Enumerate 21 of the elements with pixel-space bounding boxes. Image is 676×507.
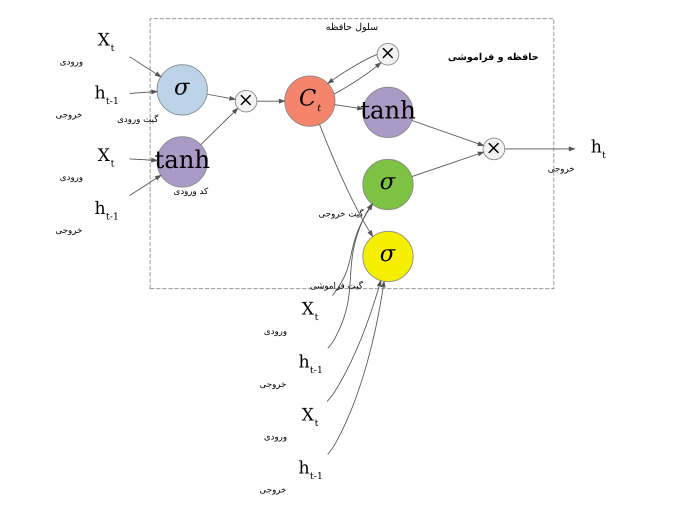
- node-text: h$_{t-1}$: [94, 84, 118, 108]
- node-label: خروجی: [54, 226, 82, 236]
- node-label: گیت ورودی: [116, 114, 158, 125]
- label: حافظه و فراموشی: [447, 52, 538, 64]
- node-text: X$_{t}$: [301, 300, 318, 324]
- node-text: h$_{t-1}$: [298, 458, 322, 482]
- node-label: خروجی: [258, 380, 286, 390]
- node-label: ورودی: [263, 432, 287, 443]
- node-label: خروجی: [258, 486, 286, 496]
- node-text: X$_{t}$: [97, 30, 114, 54]
- node-text: h$_{t-1}$: [94, 199, 118, 222]
- node-text: h$_{t}$: [590, 137, 606, 161]
- node-label: ورودی: [263, 326, 287, 337]
- node-text: X$_{t}$: [301, 406, 318, 430]
- node-label: ورودی: [59, 173, 83, 184]
- node-label: خروجی: [54, 110, 82, 121]
- node-label: ورودی: [59, 58, 83, 68]
- node-text: h$_{t-1}$: [298, 352, 322, 376]
- node-label: کد ورودی: [173, 187, 208, 198]
- node-label: خروجی: [547, 164, 574, 174]
- node-text: X$_{t}$: [97, 146, 114, 170]
